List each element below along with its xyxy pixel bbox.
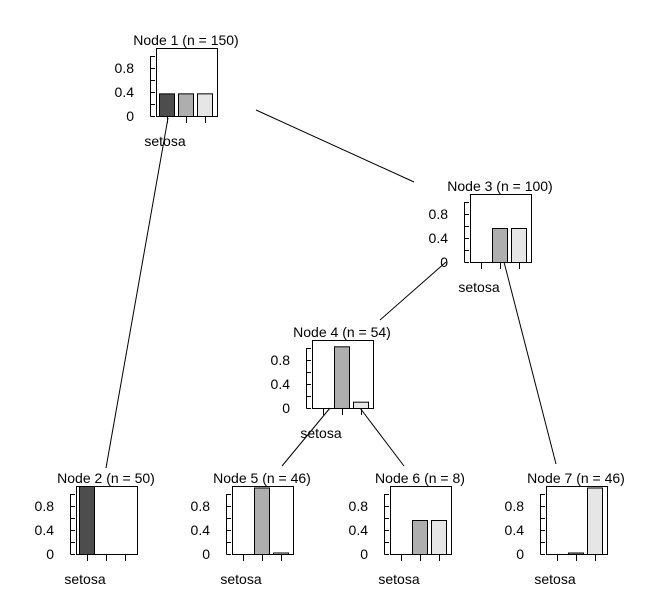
node-title: Node 7 (n = 46) <box>527 470 625 486</box>
y-tick-label: 0.8 <box>349 498 369 514</box>
x-axis-class-label: setosa <box>534 571 575 587</box>
bar-versicolor <box>568 552 584 556</box>
x-axis-class-label: setosa <box>378 571 419 587</box>
y-tick-label: 0.8 <box>191 498 211 514</box>
y-tick-label: 0.4 <box>35 522 55 538</box>
bar-virginica <box>197 93 213 118</box>
bar-virginica <box>511 228 527 263</box>
edge-node-3-to-4 <box>379 261 447 321</box>
node-6: Node 6 (n = 8) 0 0.4 0.8 setosa <box>349 470 465 587</box>
x-axis-class-label: setosa <box>458 279 499 295</box>
y-tick-label: 0.4 <box>349 522 369 538</box>
y-tick-label: 0.4 <box>191 522 211 538</box>
node-title: Node 6 (n = 8) <box>375 470 465 486</box>
edge-node-1-to-2 <box>105 117 169 469</box>
bar-versicolor <box>492 228 508 263</box>
node-1: Node 1 (n = 150) 0 0.4 0.8 setosa <box>115 32 239 149</box>
y-tick-label: 0 <box>282 400 290 416</box>
bar-versicolor <box>178 93 194 118</box>
bar-versicolor <box>334 346 350 410</box>
y-tick-label: 0.4 <box>505 522 525 538</box>
y-tick-label: 0.4 <box>115 84 135 100</box>
node-3: Node 3 (n = 100) 0 0.4 0.8 setosa <box>429 178 553 295</box>
y-tick-label: 0 <box>126 108 134 124</box>
bar-virginica <box>353 401 369 409</box>
bar-virginica <box>431 520 447 555</box>
tree-edges <box>105 109 557 469</box>
node-7: Node 7 (n = 46) 0 0.4 0.8 setosa <box>505 470 625 587</box>
y-tick-label: 0.4 <box>271 376 291 392</box>
bar-setosa <box>159 93 175 118</box>
y-tick-label: 0 <box>202 546 210 562</box>
node-title: Node 1 (n = 150) <box>133 32 238 48</box>
x-axis-class-label: setosa <box>300 425 341 441</box>
node-4: Node 4 (n = 54) 0 0.4 0.8 setosa <box>271 324 391 441</box>
y-tick-label: 0.8 <box>35 498 55 514</box>
bar-virginica <box>587 487 603 555</box>
x-axis-class-label: setosa <box>144 133 185 149</box>
y-tick-label: 0.8 <box>115 60 135 76</box>
bar-versicolor <box>412 520 428 555</box>
y-tick-label: 0 <box>440 254 448 270</box>
bar-versicolor <box>254 487 270 555</box>
y-tick-label: 0.8 <box>429 206 449 222</box>
bar-setosa <box>79 486 95 555</box>
node-title: Node 5 (n = 46) <box>213 470 311 486</box>
node-title: Node 2 (n = 50) <box>57 470 155 486</box>
y-tick-label: 0.8 <box>505 498 525 514</box>
bar-virginica <box>273 552 289 556</box>
y-tick-label: 0.4 <box>429 230 449 246</box>
x-axis-class-label: setosa <box>220 571 261 587</box>
node-5: Node 5 (n = 46) 0 0.4 0.8 setosa <box>191 470 311 587</box>
node-2: Node 2 (n = 50) 0 0.4 0.8 setosa <box>35 470 155 587</box>
edge-node-1-to-3 <box>255 109 415 183</box>
edge-node-4-to-6 <box>359 407 405 467</box>
edge-node-3-to-7 <box>503 261 557 465</box>
node-title: Node 3 (n = 100) <box>447 178 552 194</box>
node-title: Node 4 (n = 54) <box>293 324 391 340</box>
y-tick-label: 0.8 <box>271 352 291 368</box>
y-tick-label: 0 <box>516 546 524 562</box>
y-tick-label: 0 <box>360 546 368 562</box>
y-tick-label: 0 <box>46 546 54 562</box>
edge-node-4-to-5 <box>281 407 331 467</box>
x-axis-class-label: setosa <box>64 571 105 587</box>
